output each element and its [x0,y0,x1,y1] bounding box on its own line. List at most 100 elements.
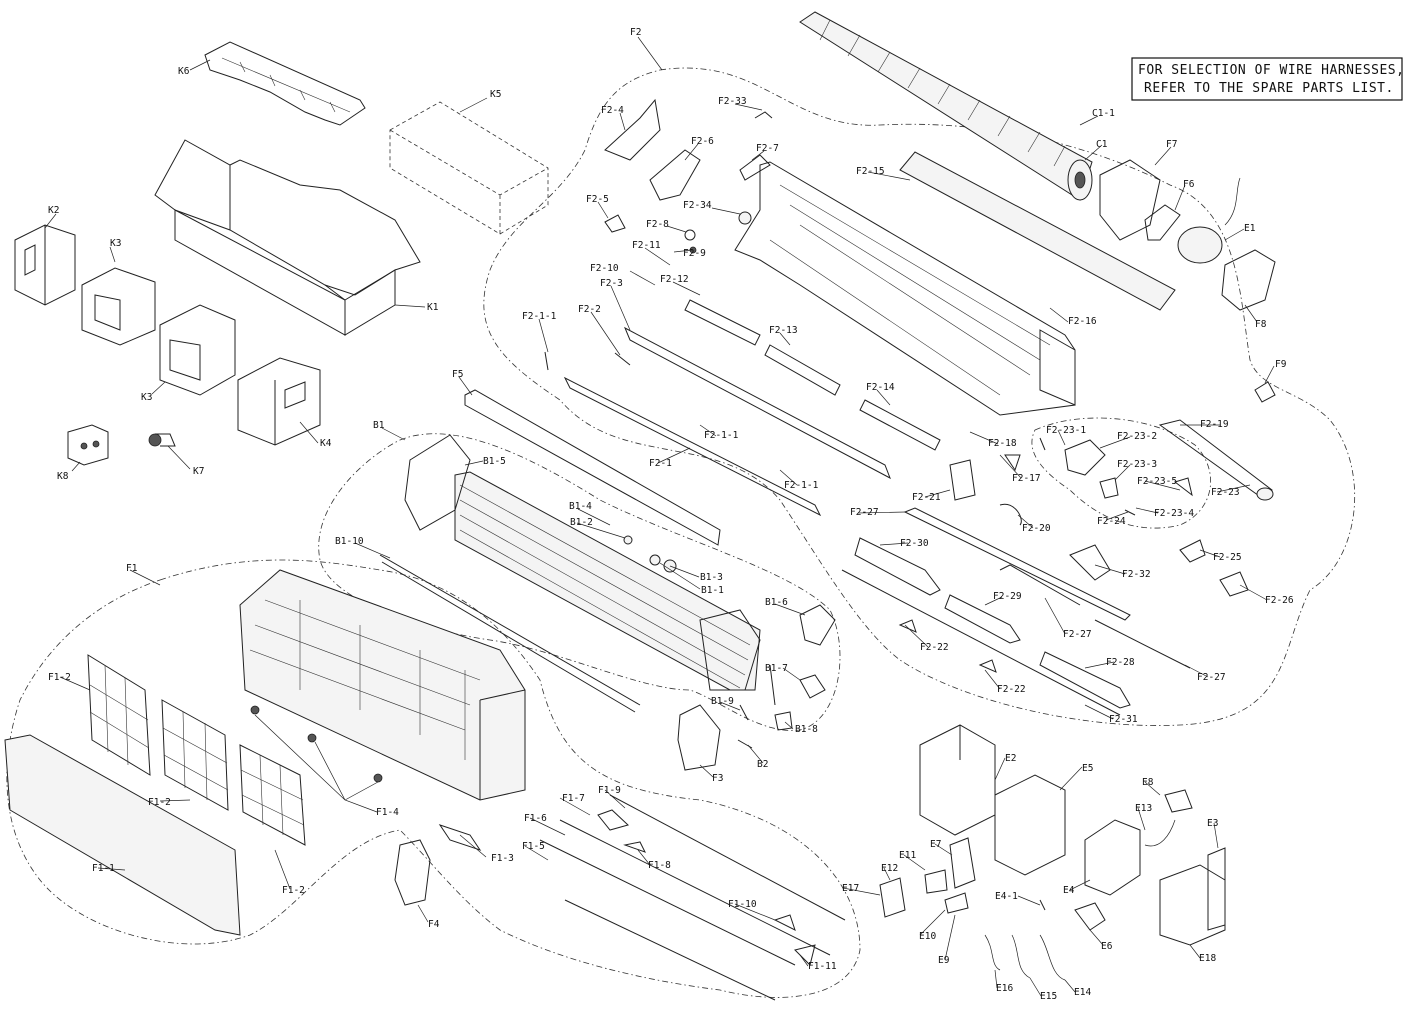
part-e2-control-box [919,724,996,836]
label-f2-1: F2-1 [649,458,672,469]
label-f2-34: F2-34 [683,200,712,211]
label-f2-2: F2-2 [578,304,601,315]
label-e10: E10 [919,931,936,942]
part-f2-chassis [734,161,1076,416]
group-boundary-f2 [483,67,1356,726]
label-b1-2: B1-2 [570,517,593,528]
label-f1-4: F1-4 [376,807,399,818]
part-f5-front-frame [464,389,721,546]
part-k1-carton [154,139,421,336]
part-e4-pcb [1084,819,1141,896]
label-f1-2-a: F1-2 [48,672,71,683]
label-f1-9: F1-9 [598,785,621,796]
label-f6: F6 [1183,179,1195,190]
label-f7: F7 [1166,139,1177,150]
label-f2-1-1-c: F2-1-1 [784,480,819,491]
label-k5: K5 [490,89,501,100]
label-f2-22-a: F2-22 [920,642,949,653]
label-e3: E3 [1207,818,1218,829]
label-b1-5: B1-5 [483,456,506,467]
note-line-1: FOR SELECTION OF WIRE HARNESSES, [1138,63,1404,78]
label-f2-25: F2-25 [1213,552,1242,563]
label-e13: E13 [1135,803,1152,814]
label-f2-1-1-a: F2-1-1 [522,311,557,322]
label-b1-4: B1-4 [569,501,592,512]
label-f3: F3 [712,773,723,784]
label-f1-5: F1-5 [522,841,545,852]
label-f1-3: F1-3 [491,853,514,864]
label-k3-b: K3 [141,392,152,403]
label-f2-21: F2-21 [912,492,941,503]
label-f5: F5 [452,369,463,380]
label-f2-14: F2-14 [866,382,895,393]
label-f2-16: F2-16 [1068,316,1097,327]
label-f2-27-c: F2-27 [1197,672,1226,683]
label-f2-3: F2-3 [600,278,623,289]
part-f6-fan-motor-holder [1144,204,1181,241]
part-f8-motor-cover [1221,249,1276,311]
label-e4-1: E4-1 [995,891,1018,902]
label-e4: E4 [1063,885,1075,896]
label-f2-18: F2-18 [988,438,1017,449]
label-f8: F8 [1255,319,1267,330]
label-f2-23-2: F2-23-2 [1117,431,1157,442]
label-f2-30: F2-30 [900,538,929,549]
part-f2-23-sub-assembly [1039,419,1274,516]
label-b1-7: B1-7 [765,663,788,674]
label-f1-2-c: F1-2 [282,885,305,896]
label-c1-1: C1-1 [1092,108,1115,119]
label-f2-32: F2-32 [1122,569,1151,580]
part-f9-clip [1254,381,1276,403]
label-b1-8: B1-8 [795,724,818,735]
label-e11: E11 [899,850,916,861]
label-e9: E9 [938,955,950,966]
label-f9: F9 [1275,359,1287,370]
label-b1-3: B1-3 [700,572,723,583]
label-f2-15: F2-15 [856,166,885,177]
label-e8: E8 [1142,777,1154,788]
label-f2-24: F2-24 [1097,516,1126,527]
label-f2-1-1-b: F2-1-1 [704,430,739,441]
note-line-2: REFER TO THE SPARE PARTS LIST. [1144,81,1394,96]
label-f2-27-a: F2-27 [850,507,879,518]
label-f2-11: F2-11 [632,240,661,251]
label-e17: E17 [842,883,859,894]
label-c1: C1 [1096,139,1108,150]
part-e18-cover [1159,864,1226,946]
label-f1-1: F1-1 [92,863,115,874]
label-f2-8: F2-8 [646,219,669,230]
part-f2-small-parts [544,98,1021,517]
part-f2-15-panel [899,151,1176,311]
label-f1-2-b: F1-2 [148,797,171,808]
group-boundary-b1 [318,433,841,731]
group-boundary-f1 [6,559,861,998]
label-k4: K4 [320,438,332,449]
part-f3-drain-cover [677,704,721,771]
part-f2-lower-parts [841,503,1249,716]
label-f2-28: F2-28 [1106,657,1135,668]
part-f7-bearing-holder [1099,159,1161,241]
label-f2-5: F2-5 [586,194,609,205]
leader-lines [44,36,1275,997]
label-f2-19: F2-19 [1200,419,1229,430]
label-f1-8: F1-8 [648,860,671,871]
label-f2-29: F2-29 [993,591,1022,602]
label-f2-13: F2-13 [769,325,798,336]
label-e18: E18 [1199,953,1216,964]
label-f4: F4 [428,919,440,930]
label-f1-7: F1-7 [562,793,585,804]
label-f2-7: F2-7 [756,143,779,154]
label-f2-12: F2-12 [660,274,689,285]
part-k3-packing-end-b [159,304,236,396]
part-e-small-components [879,837,1106,981]
label-e1: E1 [1244,223,1256,234]
label-f1-11: F1-11 [808,961,837,972]
part-b1-10-seal-strip [379,554,776,713]
label-e6: E6 [1101,941,1113,952]
label-e15: E15 [1040,991,1057,1002]
label-k2: K2 [48,205,59,216]
label-f2-22-b: F2-22 [997,684,1026,695]
label-f2-23-3: F2-23-3 [1117,459,1157,470]
label-f2-6: F2-6 [691,136,714,147]
part-f1-1-front-panel [4,734,241,936]
